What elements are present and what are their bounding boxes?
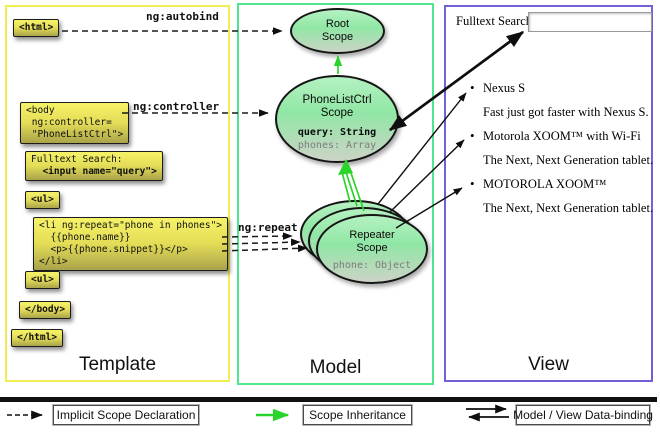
scope-title-line: Scope (320, 107, 354, 119)
body-open-tag-box: <body ng:controller= "PhoneListCtrl"> (20, 102, 130, 144)
code-line: <input name="query"> (31, 166, 157, 177)
code-line: <body (26, 105, 55, 116)
legend-scope-inheritance: Scope Inheritance (303, 405, 412, 425)
scope-title-line: Scope (321, 31, 354, 43)
code-line: Fulltext Search: (31, 154, 123, 165)
scope-prop-phones: phones: Array (297, 140, 377, 151)
phone-name: MOTOROLA XOOM™ (483, 177, 607, 191)
ul-open-tag-box: <ul> (25, 191, 60, 209)
code-line: </body> (25, 304, 66, 315)
template-column-label: Template (78, 354, 157, 375)
scope-prop-phone: phone: Object (332, 260, 412, 271)
root-scope-ellipse: Root Scope (290, 8, 385, 54)
code-line: <html> (19, 22, 54, 33)
phone-desc: Fast just got faster with Nexus S. (483, 105, 649, 119)
phone-list: • Nexus S Fast just got faster with Nexu… (470, 81, 653, 225)
list-item-name: • Nexus S (470, 81, 653, 105)
phone-name: Motorola XOOM™ with Wi-Fi (483, 129, 641, 143)
scope-title-line: Root (325, 18, 350, 30)
code-line: "PhoneListCtrl"> (26, 129, 124, 140)
code-line: ng:controller= (26, 117, 112, 128)
scope-title-line: Repeater (349, 229, 395, 241)
ng-repeat-label: ng:repeat (238, 221, 298, 234)
code-line: <p>{{phone.snippet}}</p> (39, 244, 188, 255)
phone-name: Nexus S (483, 81, 526, 95)
code-line: <ul> (31, 194, 54, 205)
legend-implicit-scope-declaration: Implicit Scope Declaration (53, 405, 199, 425)
list-item-name: • MOTOROLA XOOM™ (470, 177, 653, 201)
phone-desc: The Next, Next Generation tablet. (483, 201, 654, 215)
code-line: </li> (39, 256, 68, 267)
phonelistctrl-scope-ellipse: PhoneListCtrl Scope query: String phones… (275, 75, 399, 163)
code-line: <ul> (31, 274, 54, 285)
fulltext-search-input[interactable] (528, 12, 652, 32)
scope-prop-query: query: String (297, 127, 377, 138)
legend-model-view-data-binding: Model / View Data-binding (513, 405, 653, 425)
body-close-tag-box: </body> (19, 301, 72, 319)
scope-title-line: Scope (356, 242, 388, 254)
repeater-scope-ellipse: Repeater Scope phone: Object (316, 214, 428, 284)
html-open-tag-box: <html> (13, 19, 60, 37)
fulltext-input-code-box: Fulltext Search: <input name="query"> (25, 151, 163, 181)
scope-title-line: PhoneListCtrl (302, 94, 372, 106)
model-column-label: Model (309, 357, 362, 378)
list-item-name: • Motorola XOOM™ with Wi-Fi (470, 129, 653, 153)
fulltext-search-label: Fulltext Search: (456, 14, 536, 28)
ul-close-tag-box: <ul> (25, 271, 60, 289)
template-column: Template (5, 5, 230, 382)
li-repeat-code-box: <li ng:repeat="phone in phones"> {{phone… (33, 217, 229, 271)
code-line: {{phone.name}} (39, 232, 131, 243)
ng-controller-label: ng:controller (133, 100, 220, 113)
bullet-icon: • (470, 128, 475, 143)
bullet-icon: • (470, 176, 475, 191)
view-column-label: View (528, 354, 569, 375)
html-close-tag-box: </html> (11, 329, 64, 347)
bullet-icon: • (470, 80, 475, 95)
code-line: </html> (17, 332, 58, 343)
code-line: <li ng:repeat="phone in phones"> (39, 220, 223, 231)
ng-autobind-label: ng:autobind (146, 10, 219, 23)
phone-desc: The Next, Next Generation tablet. (483, 153, 654, 167)
legend-divider (0, 397, 657, 402)
model-column: Model (237, 3, 434, 385)
